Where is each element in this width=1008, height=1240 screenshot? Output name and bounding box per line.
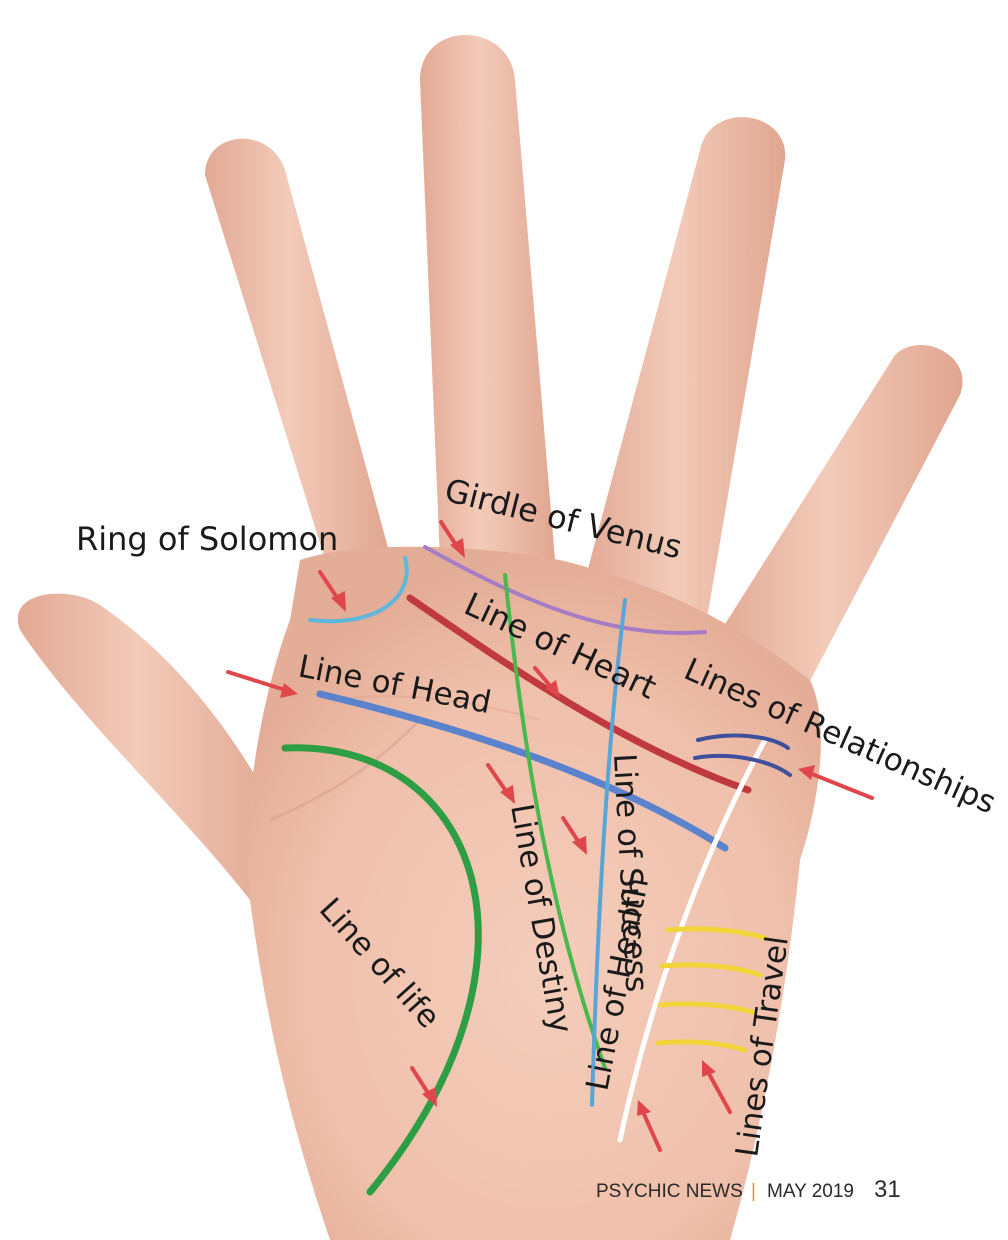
ring-finger <box>585 117 785 630</box>
index-finger <box>205 139 390 575</box>
footer-separator: | <box>751 1181 756 1202</box>
thumb <box>18 594 285 900</box>
hand-image <box>18 35 963 1240</box>
page-footer: PSYCHIC NEWS | MAY 2019 31 <box>596 1176 901 1203</box>
footer-publication: PSYCHIC NEWS <box>596 1181 743 1202</box>
label-ring-of-solomon: Ring of Solomon <box>76 520 338 558</box>
footer-page-number: 31 <box>874 1176 901 1203</box>
footer-issue: MAY 2019 <box>767 1181 854 1202</box>
